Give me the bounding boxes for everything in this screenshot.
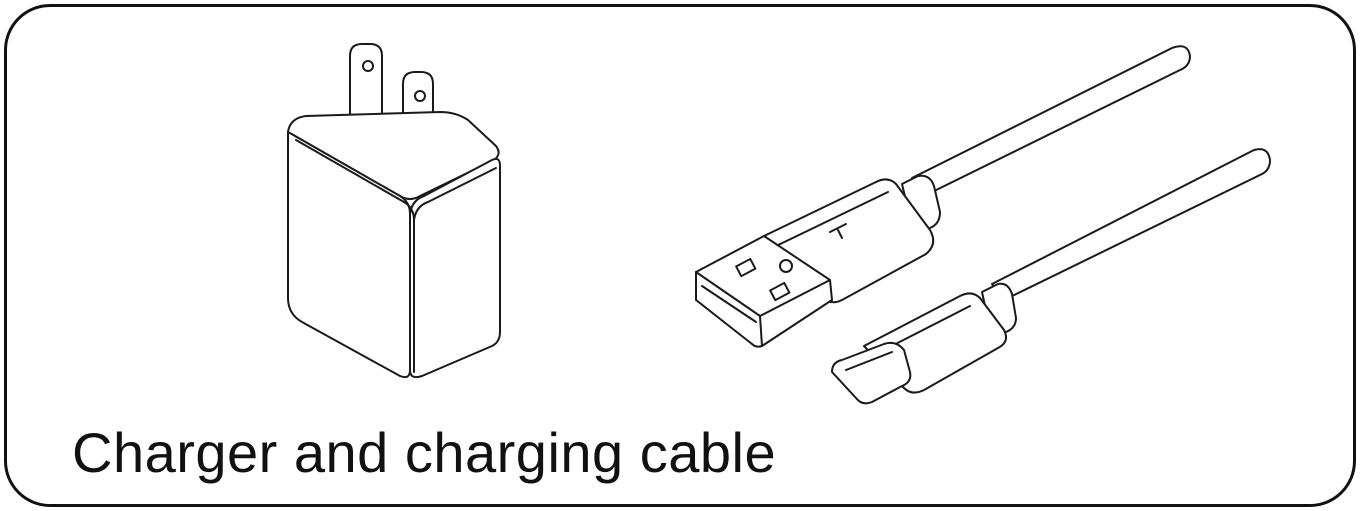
wall-charger-illustration [287,43,501,379]
usb-c-plug [831,282,1017,405]
usb-cable-illustration [695,45,1271,405]
figure-caption: Charger and charging cable [72,421,777,484]
usb-a-plug [695,174,941,348]
